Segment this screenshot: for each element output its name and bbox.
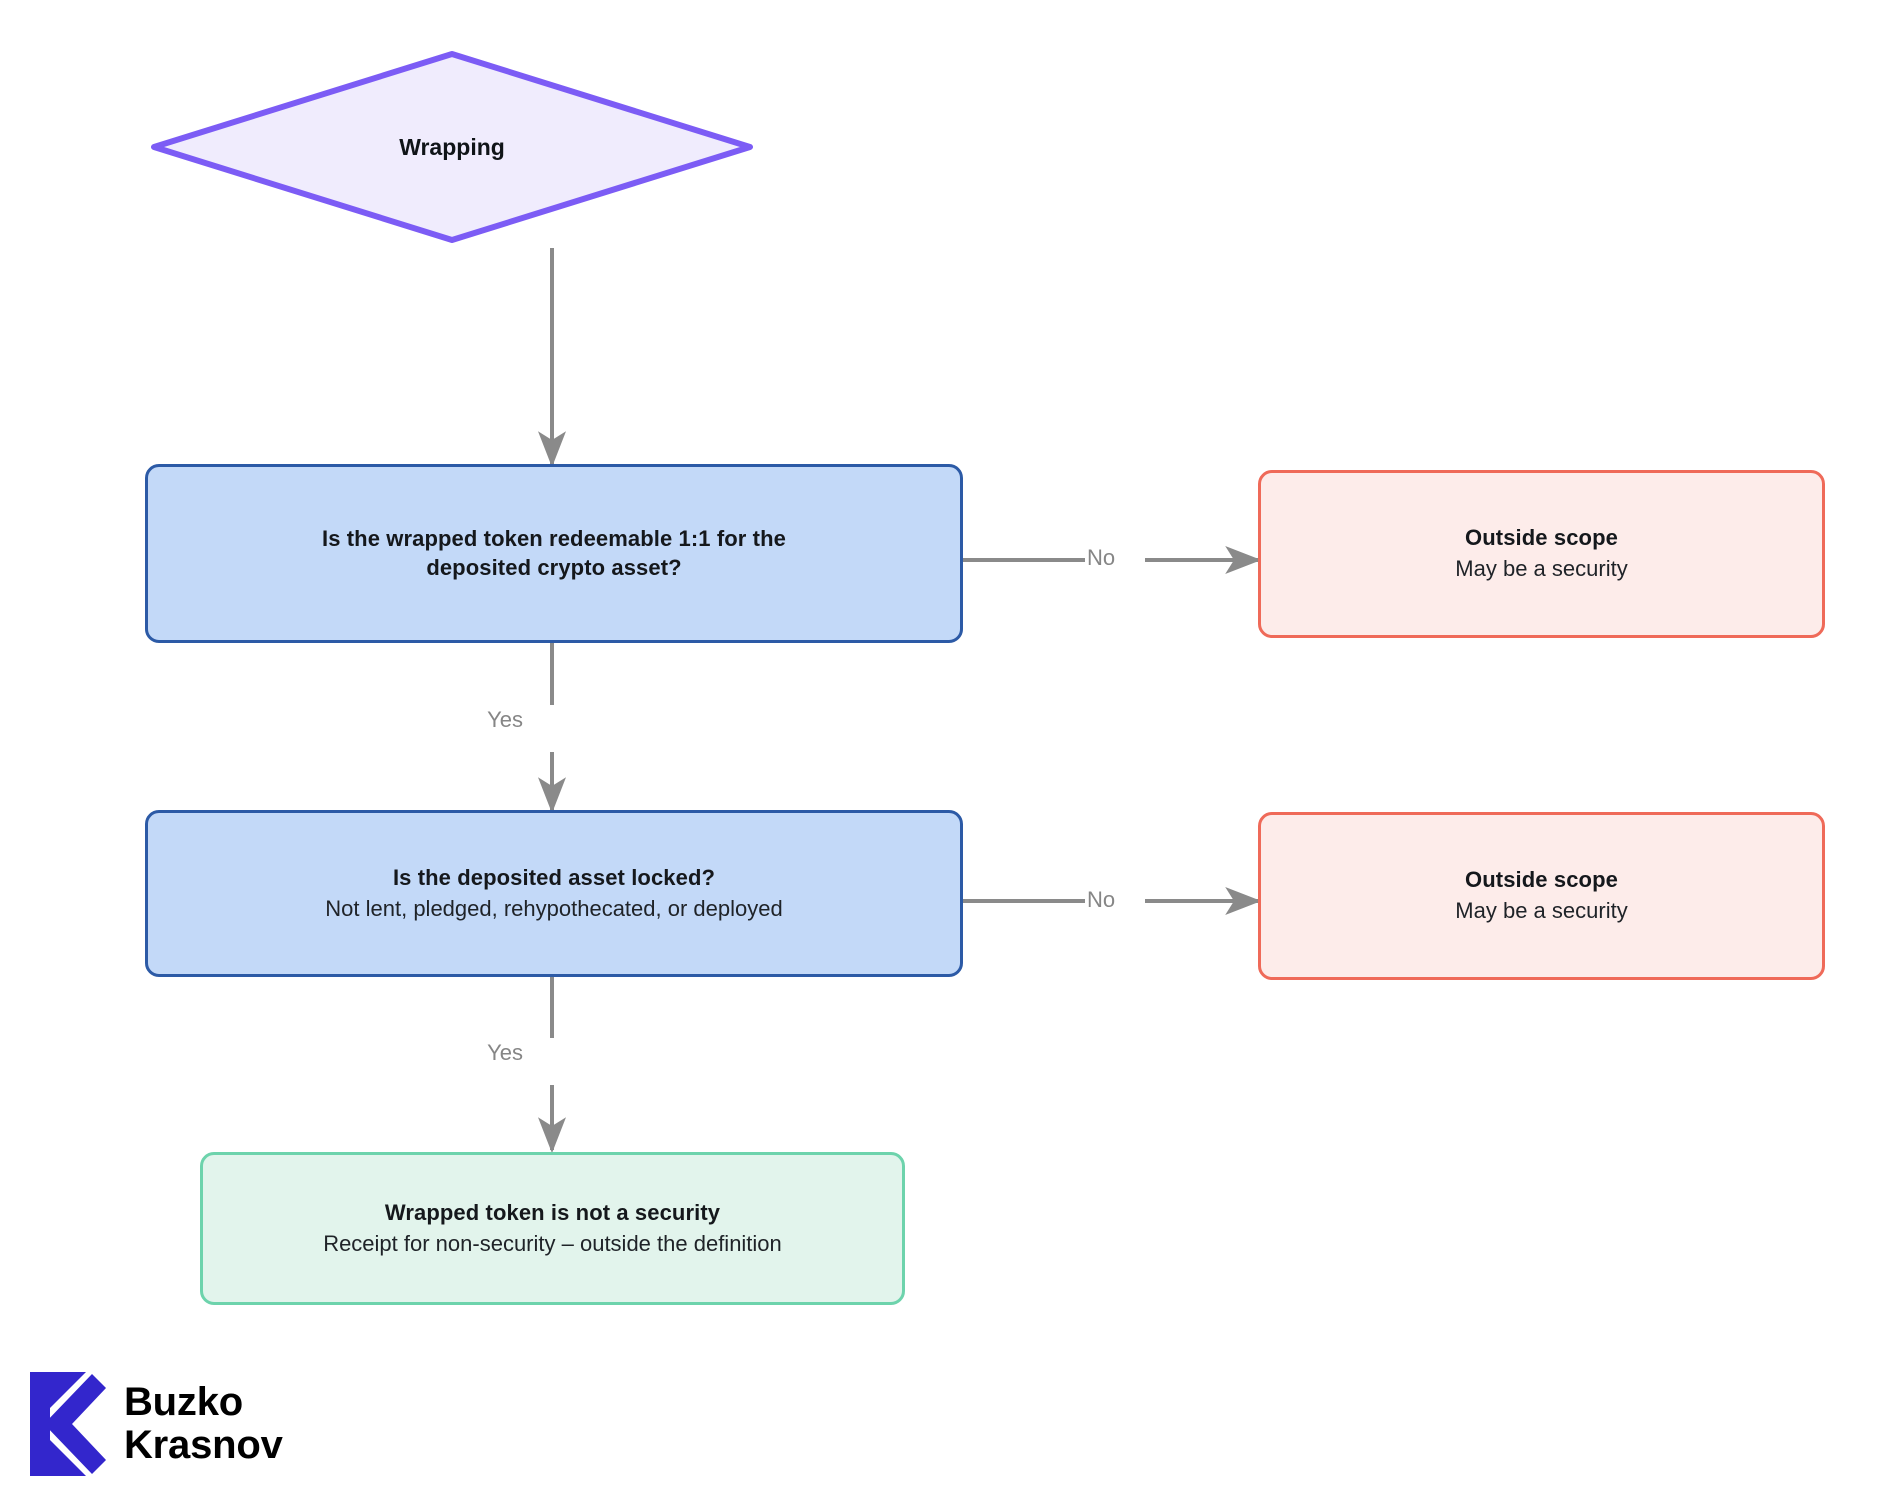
brand-logo: Buzko Krasnov xyxy=(30,1372,283,1476)
diamond-shape xyxy=(151,51,753,243)
buzko-krasnov-k-mark-icon xyxy=(30,1372,106,1476)
node-decision-asset-locked-sub: Not lent, pledged, rehypothecated, or de… xyxy=(325,895,783,921)
node-outcome-outside-scope-1-title: Outside scope xyxy=(1465,525,1618,551)
node-start-wrapping[interactable]: Wrapping xyxy=(142,48,762,246)
node-outcome-outside-scope-2[interactable]: Outside scope May be a security xyxy=(1258,812,1825,980)
node-outcome-not-a-security[interactable]: Wrapped token is not a security Receipt … xyxy=(200,1152,905,1305)
edge-label-no-2: No xyxy=(1087,887,1116,912)
node-outcome-not-a-security-title: Wrapped token is not a security xyxy=(384,1199,721,1225)
node-decision-redeemable-title-line1: Is the wrapped token redeemable 1:1 for … xyxy=(322,525,786,551)
edge-label-yes-1: Yes xyxy=(487,707,523,732)
node-start-label: Wrapping xyxy=(399,133,505,160)
node-outcome-outside-scope-1-sub: May be a security xyxy=(1455,556,1628,581)
node-outcome-not-a-security-sub: Receipt for non-security – outside the d… xyxy=(323,1230,782,1256)
node-decision-asset-locked-title: Is the deposited asset locked? xyxy=(392,864,716,890)
node-decision-asset-locked[interactable]: Is the deposited asset locked? Not lent,… xyxy=(145,810,963,977)
brand-wordmark-line2: Krasnov xyxy=(124,1423,283,1467)
node-outcome-outside-scope-1[interactable]: Outside scope May be a security xyxy=(1258,470,1825,638)
brand-wordmark: Buzko Krasnov xyxy=(124,1381,283,1467)
node-outcome-outside-scope-2-sub: May be a security xyxy=(1455,898,1628,923)
edge-label-no-1: No xyxy=(1087,545,1116,570)
node-decision-redeemable-title-line2: deposited crypto asset? xyxy=(426,554,682,580)
edge-label-yes-2: Yes xyxy=(487,1040,523,1065)
node-outcome-outside-scope-2-title: Outside scope xyxy=(1465,867,1618,893)
brand-wordmark-line1: Buzko xyxy=(124,1380,244,1425)
node-decision-redeemable[interactable]: Is the wrapped token redeemable 1:1 for … xyxy=(145,464,963,643)
